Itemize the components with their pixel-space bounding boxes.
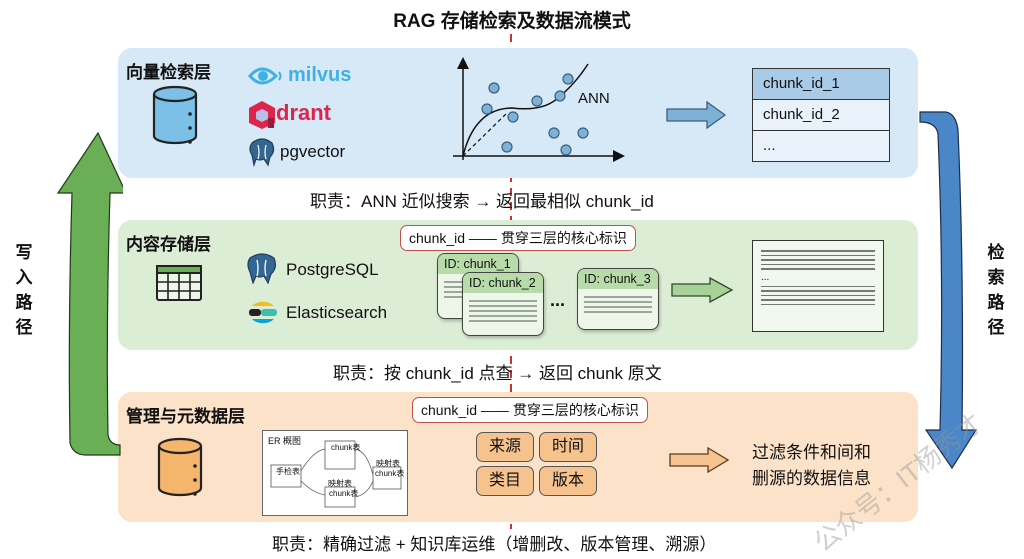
blue-right-arrow (666, 100, 727, 130)
milvus-label: milvus (288, 64, 352, 86)
chunk-id-result-table: chunk_id_1 chunk_id_2 ... (752, 68, 890, 162)
filter-info-text: 过滤条件和间和 删源的数据信息 (752, 440, 871, 492)
data-point (501, 141, 513, 153)
filter-info-line: 删源的数据信息 (752, 469, 871, 488)
doc-ellipsis: ... (761, 271, 770, 283)
core-id-label-meta: chunk_id —— 贯穿三层的核心标识 (412, 397, 648, 423)
meta-layer-duty: 职责：精确过滤 + 知识库运维（增删改、版本管理、溯源） (272, 535, 717, 554)
ann-dashed-vector (462, 111, 509, 157)
diagram-title: RAG 存储检索及数据流模式 (393, 11, 631, 32)
meta-layer-title: 管理与元数据层 (126, 407, 245, 426)
er-table (372, 466, 402, 490)
table-grid-icon (156, 265, 202, 301)
retrieve-path-label: 检 索 路 径 (987, 243, 1005, 337)
data-point (562, 73, 574, 85)
er-table-label: 映射表 (376, 459, 400, 468)
milvus-logo-icon (248, 67, 282, 85)
meta-tag-time: 时间 (539, 432, 597, 462)
chunk-ellipsis: ... (550, 290, 566, 310)
meta-tag-category: 类目 (476, 466, 534, 496)
result-row: chunk_id_2 (753, 100, 889, 131)
er-table (270, 464, 302, 488)
postgresql-elephant-icon (247, 253, 277, 284)
chunk-card-id: ID: chunk_1 (438, 254, 518, 274)
vector-layer-title: 向量检索层 (126, 63, 211, 82)
meta-tag-source: 来源 (476, 432, 534, 462)
ann-scatter-chart (453, 57, 625, 162)
data-point (481, 103, 493, 115)
elasticsearch-logo-icon (249, 301, 277, 324)
qdrant-logo-icon (249, 101, 275, 129)
ann-label: ANN (578, 90, 610, 107)
elasticsearch-label: Elasticsearch (286, 303, 388, 322)
er-diagram-title: ER 概图 (268, 436, 302, 446)
filter-info-line: 过滤条件和间和 (752, 443, 871, 462)
er-table-label: 映射表 (328, 479, 352, 488)
write-path-arrow (56, 131, 123, 456)
chunk-card-id: ID: chunk_2 (463, 273, 543, 293)
pgvector-elephant-icon (249, 138, 275, 167)
vector-layer-duty: 职责：ANN 近似搜索 → 返回最相似 chunk_id (310, 192, 654, 211)
chunk-card-id: ID: chunk_3 (578, 269, 658, 289)
ann-curve (462, 63, 589, 157)
er-subtable-label: chunk表 (375, 469, 405, 478)
content-layer-duty: 职责：按 chunk_id 点查 → 返回 chunk 原文 (333, 364, 662, 383)
er-table (324, 440, 356, 470)
data-point (548, 127, 560, 139)
data-point (531, 95, 543, 107)
er-diagram-shapes (270, 440, 402, 508)
er-subtable-label: chunk表 (329, 489, 359, 498)
data-point (554, 90, 566, 102)
er-table-label: 手检表 (276, 467, 300, 476)
database-icon (152, 85, 198, 145)
er-table-label: chunk表 (331, 443, 361, 452)
result-row: ... (763, 137, 776, 154)
data-point (560, 144, 572, 156)
chunk-card-3: ID: chunk_3 (577, 268, 659, 330)
chunk-card-2: ID: chunk_2 (462, 272, 544, 336)
postgresql-label: PostgreSQL (286, 260, 379, 279)
write-path-label: 写 入 路 径 (15, 243, 33, 337)
pgvector-label: pgvector (280, 142, 346, 161)
er-diagram: ER 概图 手检表 chunk表 映射表 映射表 chunk表 chunk表 (262, 430, 408, 516)
data-point (488, 82, 500, 94)
data-point (507, 111, 519, 123)
retrieve-path-arrow (919, 111, 978, 470)
meta-tag-version: 版本 (539, 466, 597, 496)
chunk-original-text-document: ... (752, 240, 884, 332)
qdrant-label: drant (276, 100, 331, 125)
data-point (577, 127, 589, 139)
green-right-arrow (671, 276, 734, 304)
database-icon-orange (157, 437, 203, 497)
content-layer-title: 内容存储层 (126, 235, 211, 254)
result-row: chunk_id_1 (753, 69, 889, 100)
core-id-label-content: chunk_id —— 贯穿三层的核心标识 (400, 225, 636, 251)
orange-right-arrow (669, 446, 730, 474)
